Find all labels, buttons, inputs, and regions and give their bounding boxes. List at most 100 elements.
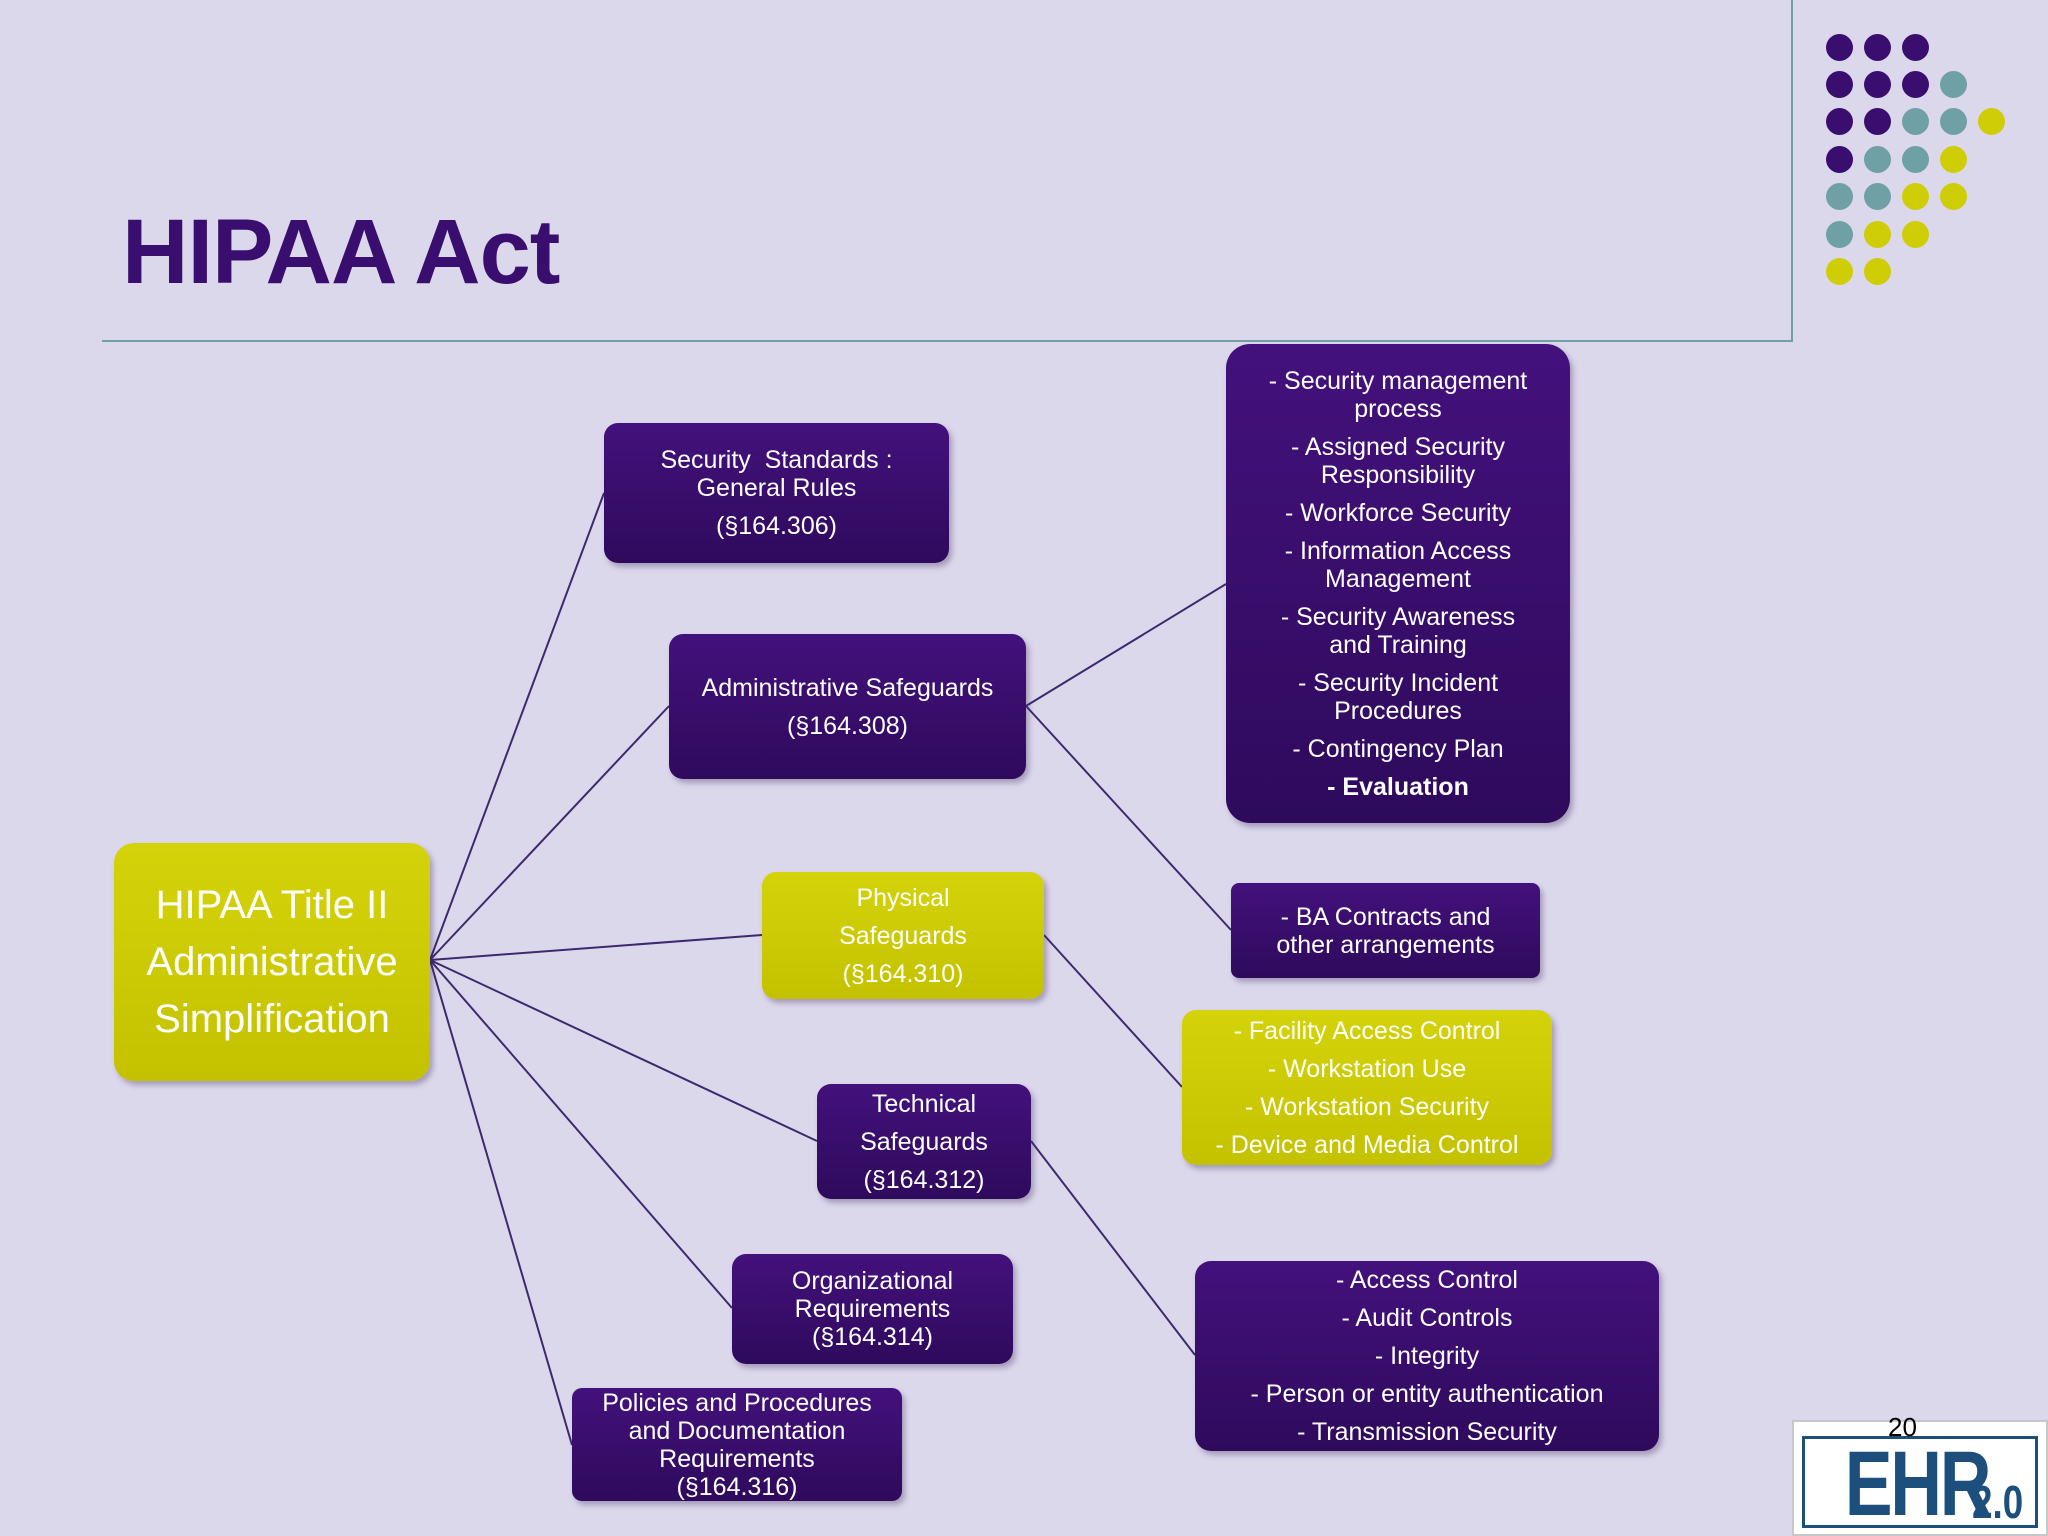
detail-item: - Contingency Plan <box>1292 735 1503 763</box>
detail-item: - Evaluation <box>1327 773 1469 801</box>
node-technical-safeguards: Technical Safeguards (§164.312) <box>817 1084 1031 1199</box>
connector-root-policies <box>429 959 573 1446</box>
detail-item: - Security management process <box>1269 367 1527 423</box>
decorative-dot <box>1826 183 1853 210</box>
decorative-dot <box>1902 34 1929 61</box>
detail-item: - Assigned Security Responsibility <box>1291 433 1505 489</box>
decorative-dot <box>1940 108 1967 135</box>
detail-line: - Security Incident <box>1297 668 1499 697</box>
node-policies-procedures: Policies and Procedures and Documentatio… <box>572 1388 902 1501</box>
connector-root-physical <box>429 934 763 961</box>
node-technical-details: - Access Control - Audit Controls - Inte… <box>1195 1261 1659 1451</box>
node-label-line: HIPAA Title II <box>155 882 389 927</box>
connector-root-organizational <box>429 959 733 1309</box>
node-ba-contracts: - BA Contracts and other arrangements <box>1231 883 1540 978</box>
decorative-dot <box>1940 146 1967 173</box>
node-section-ref: (§164.310) <box>842 959 964 988</box>
node-label-line: Requirements <box>659 1444 815 1473</box>
node-physical-details: - Facility Access Control - Workstation … <box>1182 1010 1552 1165</box>
detail-line: - Workstation Security <box>1244 1092 1490 1121</box>
node-section-ref: (§164.314) <box>812 1323 933 1351</box>
decorative-dot <box>1864 108 1891 135</box>
decorative-dot <box>1826 146 1853 173</box>
decorative-dot <box>1978 108 2005 135</box>
detail-item: - Workforce Security <box>1285 499 1511 527</box>
node-section-ref: (§164.306) <box>716 512 837 540</box>
page-number: 20 <box>1888 1412 1917 1442</box>
node-label-line: Policies and Procedures <box>602 1388 872 1417</box>
detail-line: - Person or entity authentication <box>1250 1380 1604 1408</box>
decorative-dot <box>1864 146 1891 173</box>
title-underline <box>102 340 1792 342</box>
connector-administrative-ba <box>1025 705 1232 931</box>
detail-line: - Integrity <box>1374 1342 1480 1370</box>
detail-item: - Information Access Management <box>1285 537 1511 593</box>
node-label-line: Administrative Safeguards <box>701 673 994 702</box>
node-section-ref: (§164.316) <box>676 1472 798 1501</box>
decorative-dot <box>1902 221 1929 248</box>
decorative-dot <box>1902 183 1929 210</box>
detail-line-evaluation: - Evaluation <box>1327 772 1469 801</box>
ehr-logo-version: 2.0 <box>1971 1476 2023 1528</box>
decorative-dot <box>1940 183 1967 210</box>
connector-administrative-details <box>1025 583 1227 707</box>
connector-root-general-rules <box>429 492 605 961</box>
header-divider <box>1791 0 1793 342</box>
node-section-ref: (§164.308) <box>787 711 908 740</box>
detail-line: - Workforce Security <box>1285 498 1511 527</box>
decorative-dot <box>1826 221 1853 248</box>
detail-line: - Contingency Plan <box>1292 734 1504 763</box>
detail-line: and Training <box>1329 630 1467 659</box>
connector-technical-details <box>1030 1140 1196 1356</box>
detail-line: - Device and Media Control <box>1215 1130 1519 1159</box>
node-label-line: Administrative <box>146 939 398 984</box>
detail-line: - BA Contracts and <box>1280 902 1491 931</box>
decorative-dot <box>1864 258 1891 285</box>
decorative-dot <box>1864 183 1891 210</box>
node-label-line: Safeguards <box>860 1127 988 1156</box>
node-label-line: Physical <box>856 883 950 912</box>
detail-line: - Information Access <box>1284 536 1512 565</box>
node-label-line: General Rules <box>696 474 857 502</box>
decorative-dot <box>1826 258 1853 285</box>
node-label-line: Technical <box>871 1089 977 1118</box>
detail-line: - Workstation Use <box>1267 1054 1467 1083</box>
decorative-dot <box>1902 108 1929 135</box>
decorative-dot <box>1826 108 1853 135</box>
detail-line: - Access Control <box>1335 1266 1518 1294</box>
detail-line: other arrangements <box>1276 930 1495 959</box>
node-administrative-details: - Security management process - Assigned… <box>1226 344 1570 823</box>
decorative-dot <box>1826 71 1853 98</box>
detail-line: - Security Awareness <box>1280 602 1516 631</box>
node-section-ref: (§164.312) <box>863 1165 985 1194</box>
ehr-logo-text: EHR <box>1845 1433 1992 1535</box>
detail-line: Management <box>1325 564 1471 593</box>
detail-line: - Transmission Security <box>1297 1418 1557 1446</box>
decorative-dot <box>1902 71 1929 98</box>
detail-line: - Assigned Security <box>1291 432 1505 461</box>
detail-item: - Security Awareness and Training <box>1281 603 1515 659</box>
node-label-line: Requirements <box>794 1295 951 1323</box>
connector-physical-details <box>1043 934 1183 1088</box>
decorative-dot <box>1826 34 1853 61</box>
node-administrative-safeguards: Administrative Safeguards (§164.308) <box>669 634 1026 779</box>
decorative-dot <box>1940 71 1967 98</box>
connector-root-administrative <box>429 705 670 961</box>
ehr-logo-frame: EHR 2.0 <box>1802 1433 2038 1535</box>
node-physical-safeguards: Physical Safeguards (§164.310) <box>762 872 1044 999</box>
detail-item: - Security Incident Procedures <box>1298 669 1498 725</box>
node-label-line: Safeguards <box>839 921 967 950</box>
ehr-logo: EHR 2.0 <box>1792 1420 2048 1536</box>
decorative-dot <box>1864 221 1891 248</box>
detail-line: - Facility Access Control <box>1233 1016 1501 1045</box>
node-label-line: Organizational <box>791 1267 954 1295</box>
detail-line: Responsibility <box>1320 460 1476 489</box>
decorative-dot <box>1864 34 1891 61</box>
slide-title: HIPAA Act <box>122 201 560 303</box>
detail-line: - Audit Controls <box>1341 1304 1513 1332</box>
connector-root-technical <box>429 959 818 1142</box>
node-hipaa-title-ii: HIPAA Title II Administrative Simplifica… <box>114 843 430 1081</box>
decorative-dot <box>1864 71 1891 98</box>
detail-line: process <box>1354 394 1442 423</box>
